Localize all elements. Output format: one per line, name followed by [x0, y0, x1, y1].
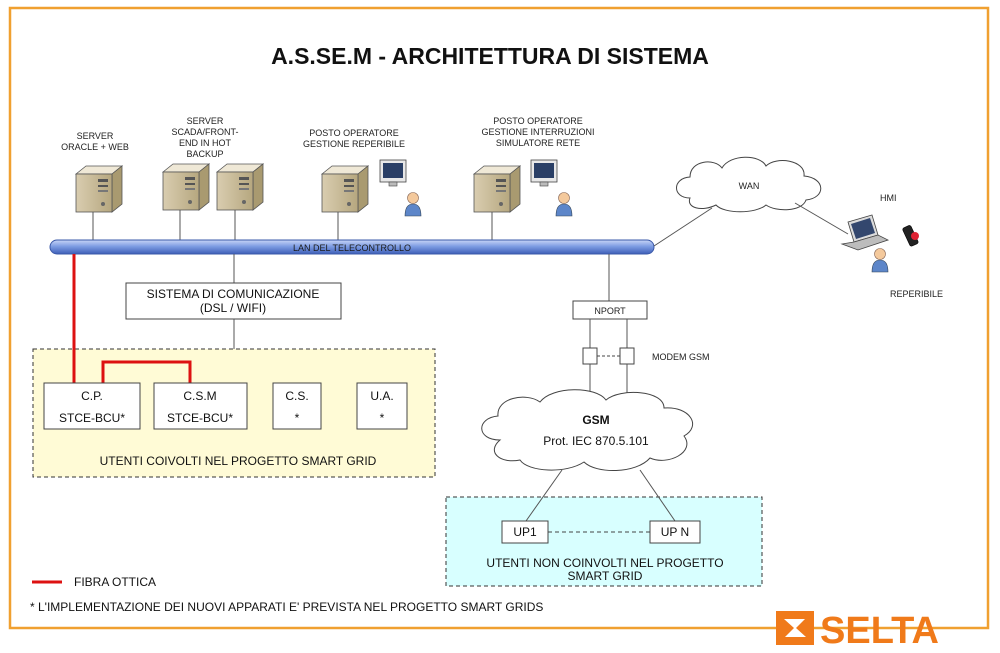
server-oracle-icon [75, 165, 123, 213]
unit-cp: C.P. STCE-BCU* [43, 382, 141, 430]
lan-label: LAN DEL TELECONTROLLO [293, 243, 411, 253]
modem-gsm-2 [619, 347, 635, 365]
svg-text:POSTO OPERATORE: POSTO OPERATORE [493, 116, 583, 126]
svg-text:GESTIONE INTERRUZIONI: GESTIONE INTERRUZIONI [481, 127, 594, 137]
server-operatore-interruzioni-icon [473, 165, 521, 213]
page-frame [8, 6, 990, 630]
reperibile-label: REPERIBILE [890, 289, 943, 299]
mobile-phone-icon [902, 225, 919, 247]
svg-text:C.S.M: C.S.M [183, 389, 216, 403]
svg-text:STCE-BCU*: STCE-BCU* [167, 411, 233, 425]
operator-interruzioni-icon [555, 192, 573, 217]
svg-text:ORACLE + WEB: ORACLE + WEB [61, 142, 129, 152]
up1-label: UP1 [513, 525, 537, 539]
fiber-link-cp-csm [101, 360, 192, 383]
non-smart-group-label-1: UTENTI NON COINVOLTI NEL PROGETTO [486, 556, 723, 570]
operator-reperibile-icon [404, 192, 422, 217]
svg-text:POSTO OPERATORE: POSTO OPERATORE [309, 128, 399, 138]
svg-text:C.S.: C.S. [285, 389, 308, 403]
unit-csm: C.S.M STCE-BCU* [153, 382, 248, 430]
wan-hmi-link [794, 202, 849, 235]
wan-label: WAN [739, 181, 760, 191]
diagram-title: A.S.SE.M - ARCHITETTURA DI SISTEMA [271, 43, 709, 69]
svg-text:END IN HOT: END IN HOT [179, 138, 232, 148]
gsm-title: GSM [582, 413, 609, 427]
nport-box [572, 300, 648, 320]
legend-note: * L'IMPLEMENTAZIONE DEI NUOVI APPARATI E… [30, 600, 543, 614]
server-operatore-reperibile-icon [321, 165, 369, 213]
svg-text:BACKUP: BACKUP [186, 149, 223, 159]
server-scada-label: SERVER SCADA/FRONT- END IN HOT BACKUP [171, 116, 238, 159]
gsm-protocol: Prot. IEC 870.5.101 [543, 434, 649, 448]
server-scada-1-icon [162, 163, 210, 211]
unit-cs: C.S. * [272, 382, 322, 430]
server-drop-lines [92, 210, 493, 242]
comm-system-box [125, 282, 342, 320]
server-oracle-label: SERVER ORACLE + WEB [61, 131, 129, 152]
selta-logo: SELTA [776, 610, 939, 652]
modem-gsm-1 [582, 347, 598, 365]
non-smart-grid-group [445, 496, 763, 587]
svg-text:SIMULATORE RETE: SIMULATORE RETE [496, 138, 580, 148]
comm-system-subtitle: (DSL / WIFI) [200, 301, 266, 315]
nport-label: NPORT [594, 306, 626, 316]
operatore-reperibile-label: POSTO OPERATORE GESTIONE REPERIBILE [303, 128, 405, 149]
smart-grid-group-label: UTENTI COIVOLTI NEL PROGETTO SMART GRID [100, 454, 377, 468]
lan-bus [49, 239, 655, 255]
hmi-label: HMI [880, 193, 897, 203]
svg-text:*: * [295, 411, 300, 425]
gsm-upn-link [639, 469, 676, 522]
modem-gsm-label: MODEM GSM [652, 352, 710, 362]
svg-text:SERVER: SERVER [77, 131, 114, 141]
svg-text:*: * [380, 411, 385, 425]
selta-logo-text: SELTA [820, 610, 939, 648]
svg-text:U.A.: U.A. [370, 389, 393, 403]
legend-fiber-label: FIBRA OTTICA [74, 575, 156, 589]
non-smart-group-label-2: SMART GRID [568, 569, 643, 583]
monitor-interruzioni-icon [530, 159, 558, 187]
gsm-up1-link [525, 469, 563, 522]
wan-cloud [676, 156, 822, 213]
server-scada-2-icon [216, 163, 264, 211]
lan-wan-link [653, 207, 713, 247]
svg-text:GESTIONE REPERIBILE: GESTIONE REPERIBILE [303, 139, 405, 149]
svg-text:C.P.: C.P. [81, 389, 103, 403]
hmi-laptop-icon [840, 214, 890, 251]
gsm-cloud [481, 389, 694, 472]
monitor-reperibile-icon [379, 159, 407, 187]
unit-ua: U.A. * [356, 382, 408, 430]
svg-text:STCE-BCU*: STCE-BCU* [59, 411, 125, 425]
comm-system-title: SISTEMA DI COMUNICAZIONE [147, 287, 320, 301]
svg-text:SERVER: SERVER [187, 116, 224, 126]
upn-label: UP N [661, 525, 689, 539]
svg-text:SCADA/FRONT-: SCADA/FRONT- [171, 127, 238, 137]
hmi-person-icon [871, 248, 889, 273]
operatore-interruzioni-label: POSTO OPERATORE GESTIONE INTERRUZIONI SI… [481, 116, 594, 148]
